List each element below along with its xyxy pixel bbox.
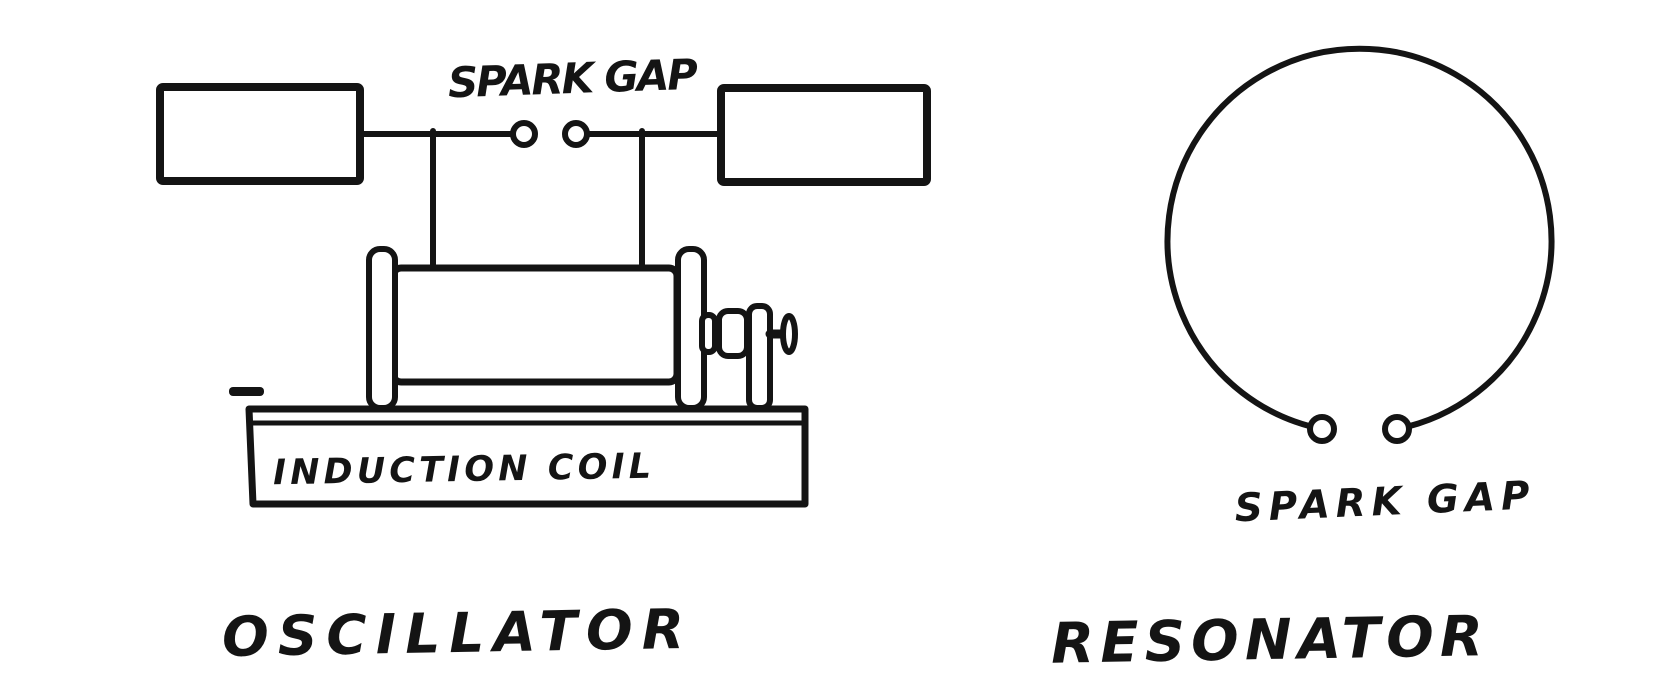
- resonator-spark-gap-label: SPARK GAP: [1234, 474, 1531, 532]
- oscillator-spark-ball-right: [562, 120, 590, 148]
- resonator-spark-ball-right: [1382, 414, 1412, 444]
- induction-coil-base: [245, 405, 809, 508]
- oscillator-group: SPARK GAP INDUCTION COIL OSCILLATOR: [156, 50, 931, 669]
- resonator-label: RESONATOR: [1050, 604, 1483, 677]
- oscillator-spark-gap-label: SPARK GAP: [447, 50, 699, 108]
- interrupter-block: [716, 308, 750, 359]
- right-capacitor-plate: [717, 84, 931, 186]
- resonator-spark-ball-left: [1307, 414, 1337, 444]
- interrupter-post: [746, 303, 773, 411]
- oscillator-label: OSCILLATOR: [221, 597, 684, 669]
- oscillator-spark-ball-left: [510, 120, 538, 148]
- coil-terminal-nub: [699, 312, 718, 355]
- coil-flange-left: [366, 246, 398, 411]
- resonator-loop: [1164, 45, 1555, 432]
- base-left-lip: [229, 387, 264, 396]
- left-capacitor-plate: [156, 83, 364, 185]
- adjusting-screw-head: [780, 313, 798, 355]
- resonator-group: SPARK GAP RESONATOR: [1050, 45, 1555, 677]
- induction-coil-body: [389, 264, 681, 386]
